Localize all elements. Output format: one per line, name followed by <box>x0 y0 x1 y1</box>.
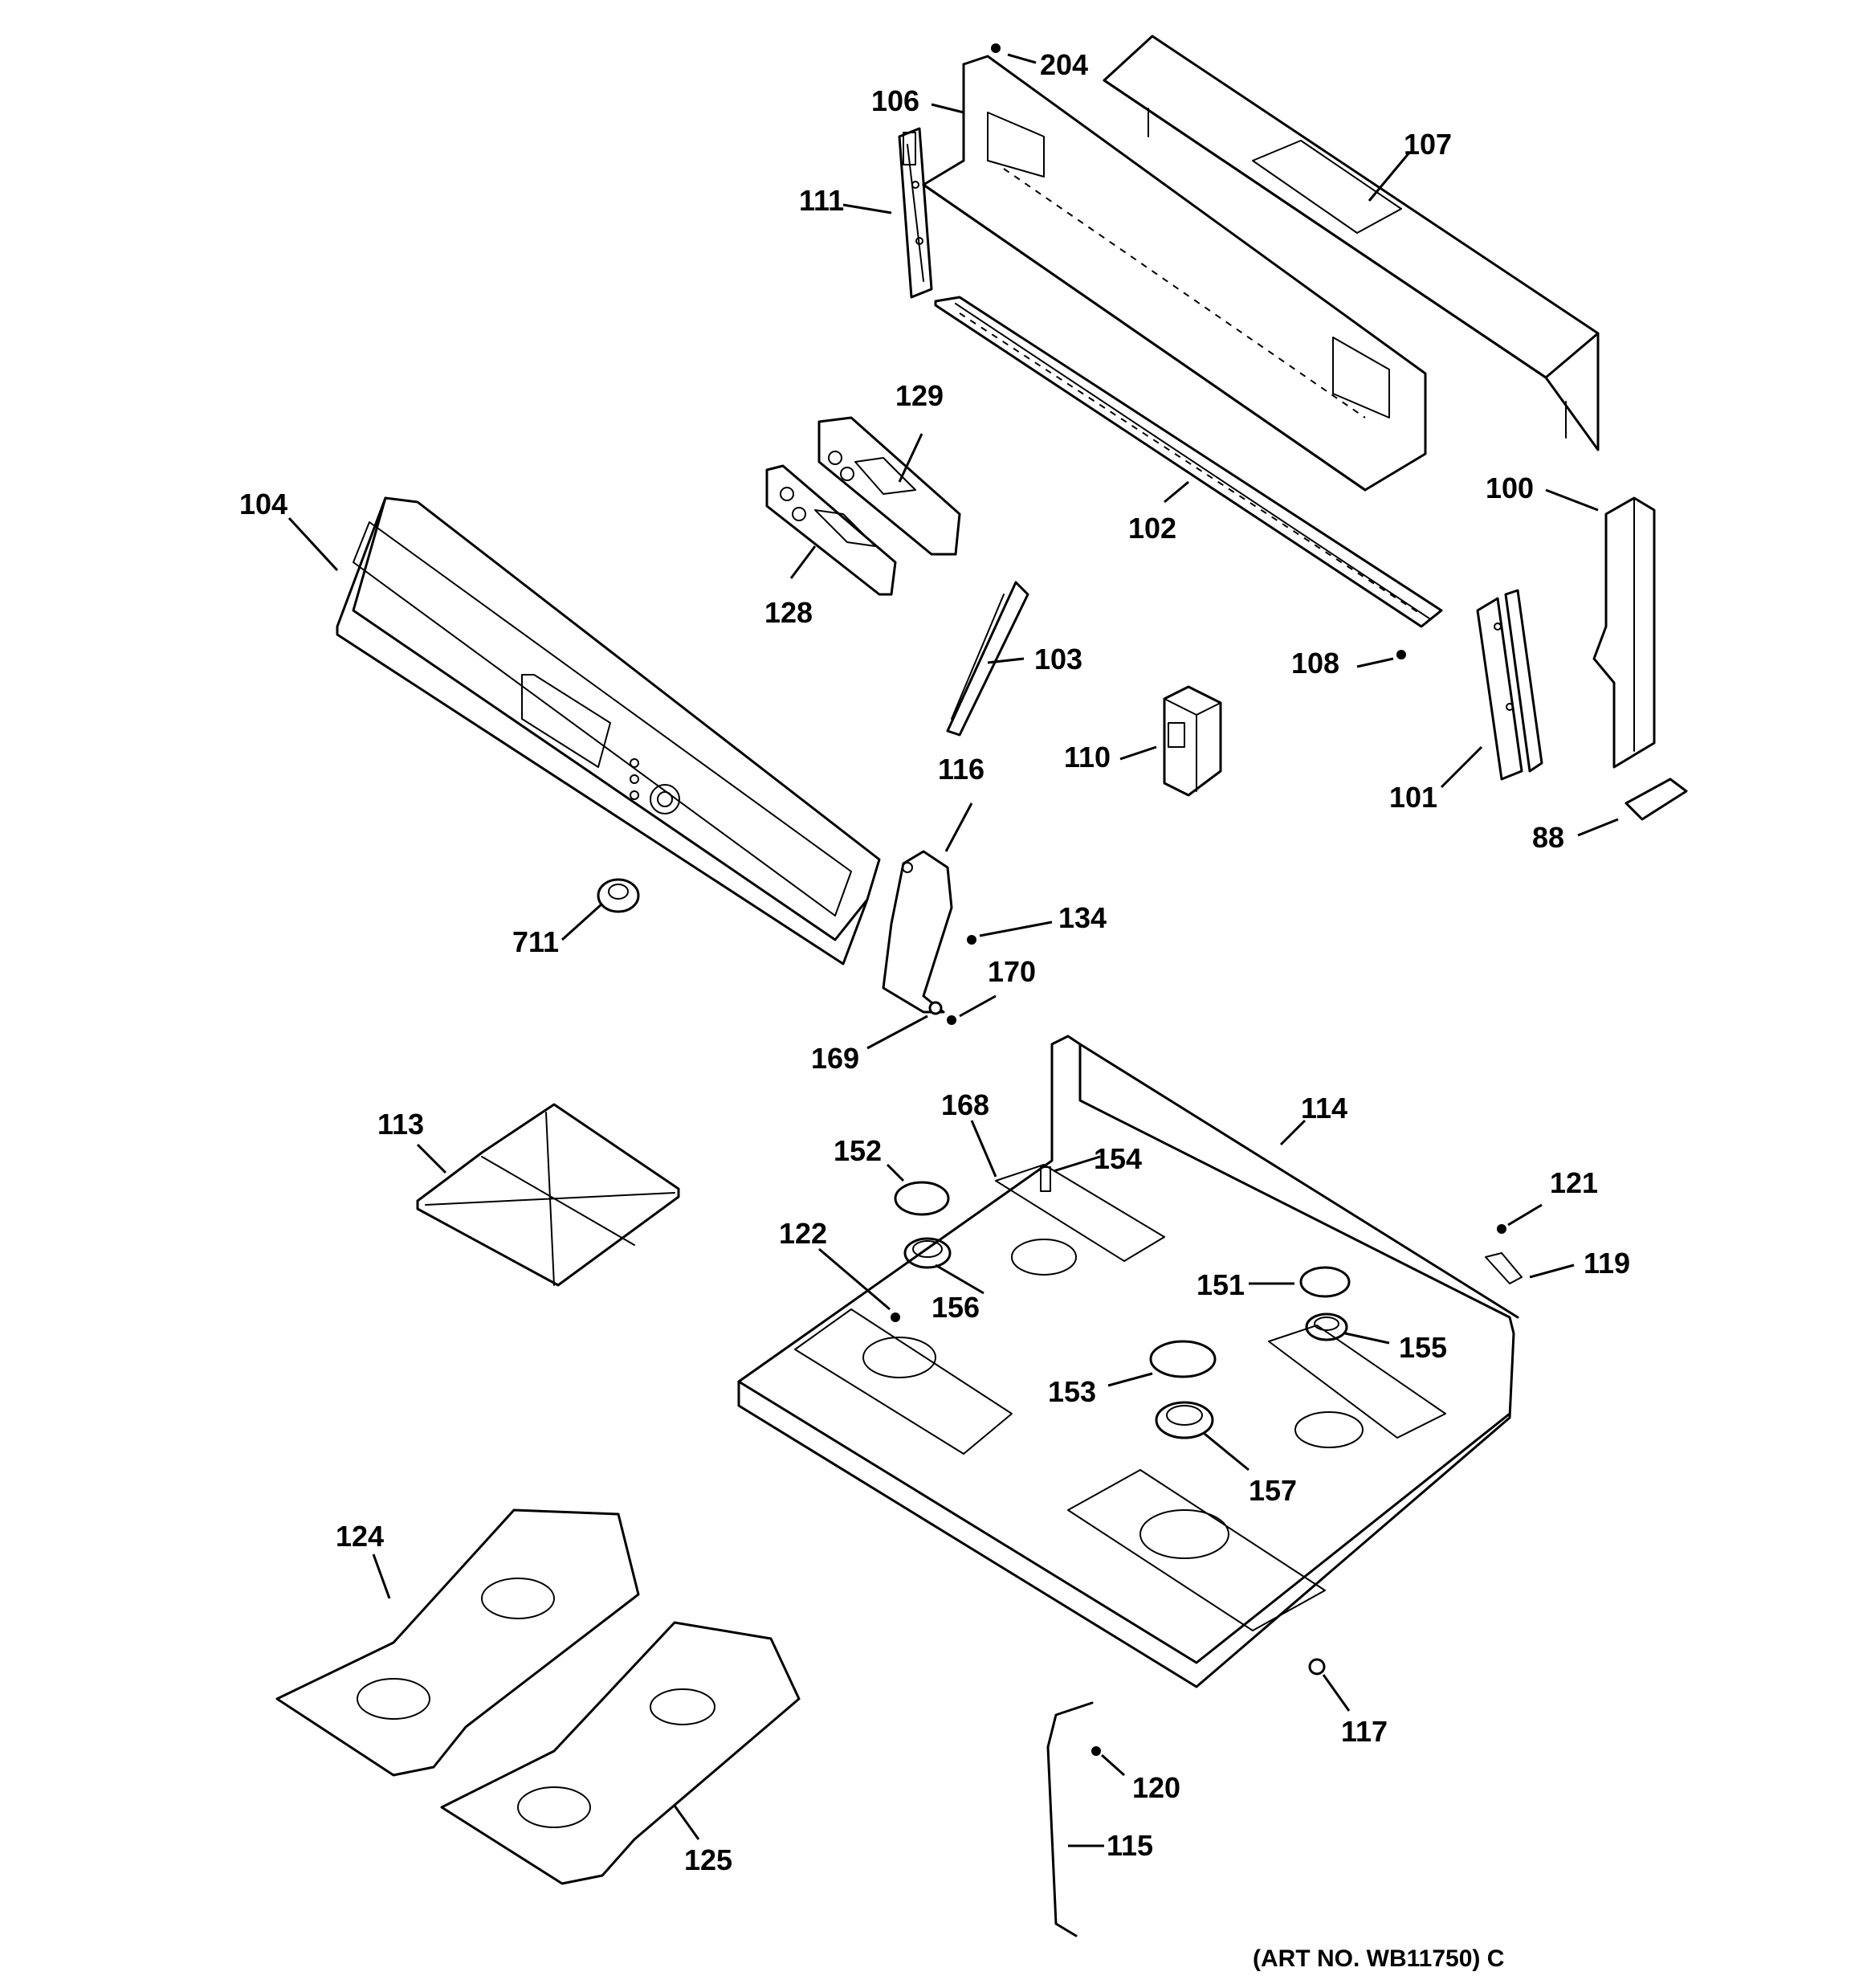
part-152-cap <box>894 1181 950 1216</box>
callout-106: 106 <box>871 84 919 117</box>
callout-101: 101 <box>1389 781 1437 814</box>
callout-151: 151 <box>1196 1268 1245 1301</box>
callout-170: 170 <box>988 955 1036 988</box>
part-111-side-bracket <box>898 127 933 299</box>
callout-111: 111 <box>799 184 844 217</box>
part-711-knob <box>597 878 640 913</box>
callout-128: 128 <box>764 596 813 629</box>
part-151-cap <box>1299 1266 1351 1298</box>
callout-711: 711 <box>512 925 559 958</box>
leader-lines <box>287 53 1619 1847</box>
callout-157: 157 <box>1249 1474 1297 1507</box>
callout-110: 110 <box>1064 741 1111 774</box>
callout-119: 119 <box>1584 1247 1630 1280</box>
callout-100: 100 <box>1486 471 1534 504</box>
callout-115: 115 <box>1107 1829 1153 1862</box>
callout-169: 169 <box>811 1042 859 1075</box>
part-107-rear-cover <box>1103 35 1600 451</box>
part-154-electrode <box>1040 1166 1051 1192</box>
part-100-side-trim <box>1592 496 1656 769</box>
callout-154: 154 <box>1094 1142 1142 1175</box>
part-129-control-board <box>817 416 961 556</box>
callout-153: 153 <box>1048 1375 1096 1408</box>
part-101-side-bracket <box>1476 589 1543 781</box>
screws <box>891 43 1506 1756</box>
part-157-head <box>1155 1401 1214 1439</box>
callout-102: 102 <box>1128 512 1176 545</box>
part-119-bracket <box>1485 1252 1523 1284</box>
callout-114: 114 <box>1301 1092 1347 1125</box>
callout-104: 104 <box>239 488 287 520</box>
part-124-burner-pan <box>275 1508 640 1777</box>
callout-88: 88 <box>1532 821 1564 854</box>
part-125-burner-pan <box>440 1621 801 1885</box>
part-103-bracket <box>946 581 1029 737</box>
part-113-grate <box>416 1103 680 1287</box>
part-110-switch-box <box>1163 685 1222 797</box>
callout-117: 117 <box>1341 1715 1388 1748</box>
callout-121: 121 <box>1550 1166 1598 1199</box>
part-155-head <box>1305 1312 1348 1341</box>
part-102-trim-bar <box>934 296 1443 628</box>
callout-108: 108 <box>1291 647 1339 680</box>
part-156-head <box>903 1237 952 1269</box>
callout-labels: 204 106 107 111 129 104 102 100 128 103 … <box>239 48 1630 1876</box>
callout-152: 152 <box>834 1134 882 1167</box>
callout-156: 156 <box>932 1291 980 1324</box>
callout-122: 122 <box>779 1217 827 1250</box>
callout-204: 204 <box>1040 48 1088 81</box>
art-number: (ART NO. WB11750) C <box>1253 1945 1504 1972</box>
callout-129: 129 <box>895 379 944 412</box>
part-115-rod <box>1046 1701 1094 1937</box>
part-116-end-cap <box>882 850 953 1014</box>
part-114-cooktop <box>737 1035 1519 1688</box>
part-106-backguard <box>922 55 1427 492</box>
part-153-cap <box>1149 1340 1217 1378</box>
callout-120: 120 <box>1132 1771 1180 1804</box>
callout-155: 155 <box>1399 1331 1447 1364</box>
callout-107: 107 <box>1404 128 1452 161</box>
callout-168: 168 <box>941 1088 989 1121</box>
callout-103: 103 <box>1034 643 1082 676</box>
callout-113: 113 <box>377 1108 424 1141</box>
part-104-control-panel <box>336 496 881 965</box>
callout-116: 116 <box>938 753 984 786</box>
callout-134: 134 <box>1058 901 1107 934</box>
part-128-overlay <box>765 464 897 596</box>
part-88-clip <box>1625 778 1688 821</box>
callout-124: 124 <box>336 1520 384 1553</box>
callout-125: 125 <box>684 1843 732 1876</box>
